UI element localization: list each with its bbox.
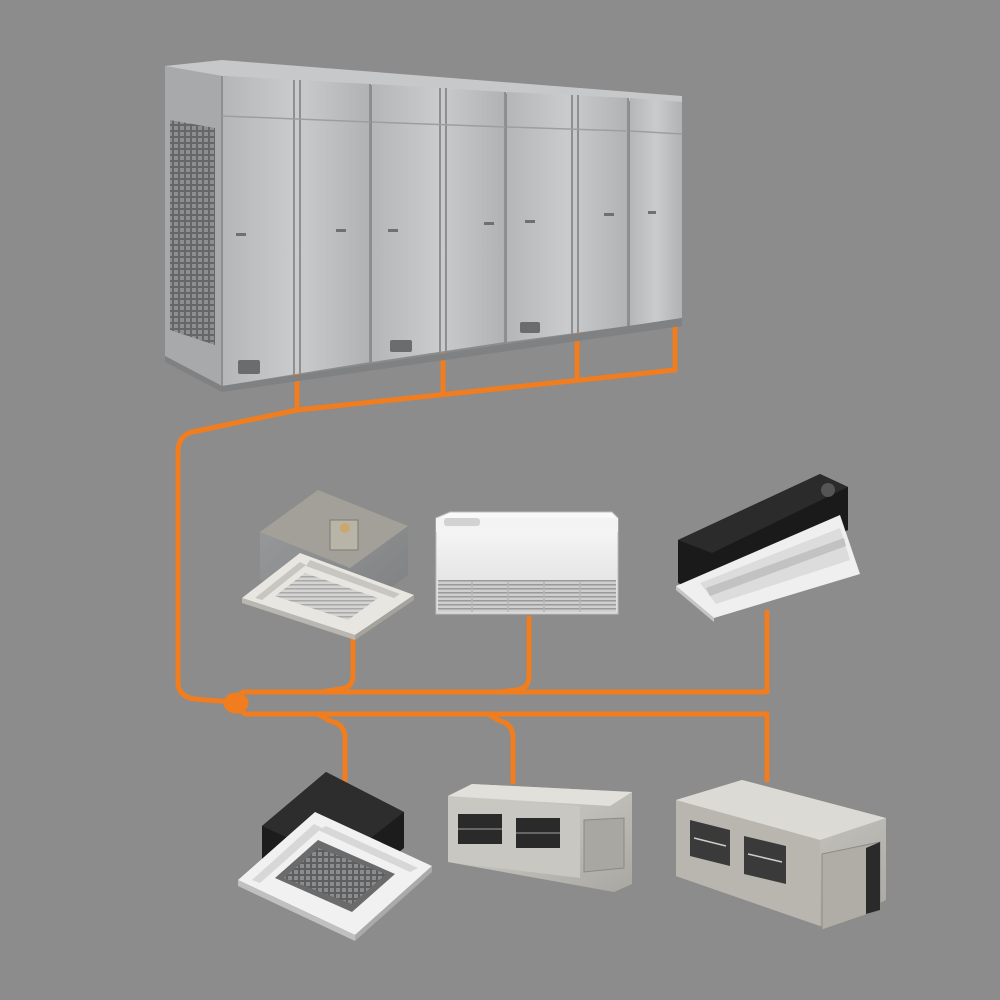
vrf-outdoor-unit-icon [165,60,683,392]
drop-pipe-unit-5 [485,711,516,785]
main-riser-pipe [175,407,300,705]
outdoor-header-pipe [294,315,678,413]
floor-ceiling-unit-icon [435,511,619,615]
lower-branch-pipe [229,699,770,783]
drop-pipe-unit-2 [497,615,532,695]
drop-pipe-unit-1 [319,625,356,695]
refrigerant-piping [175,315,770,785]
ducted-unit-icon [448,784,632,892]
one-way-cassette-icon [676,474,860,622]
drop-pipe-unit-4 [315,711,348,783]
cassette-4way-icon [242,490,414,640]
high-static-ducted-unit-icon [676,780,886,931]
branch-joint [223,692,249,714]
compact-cassette-icon [238,772,432,941]
